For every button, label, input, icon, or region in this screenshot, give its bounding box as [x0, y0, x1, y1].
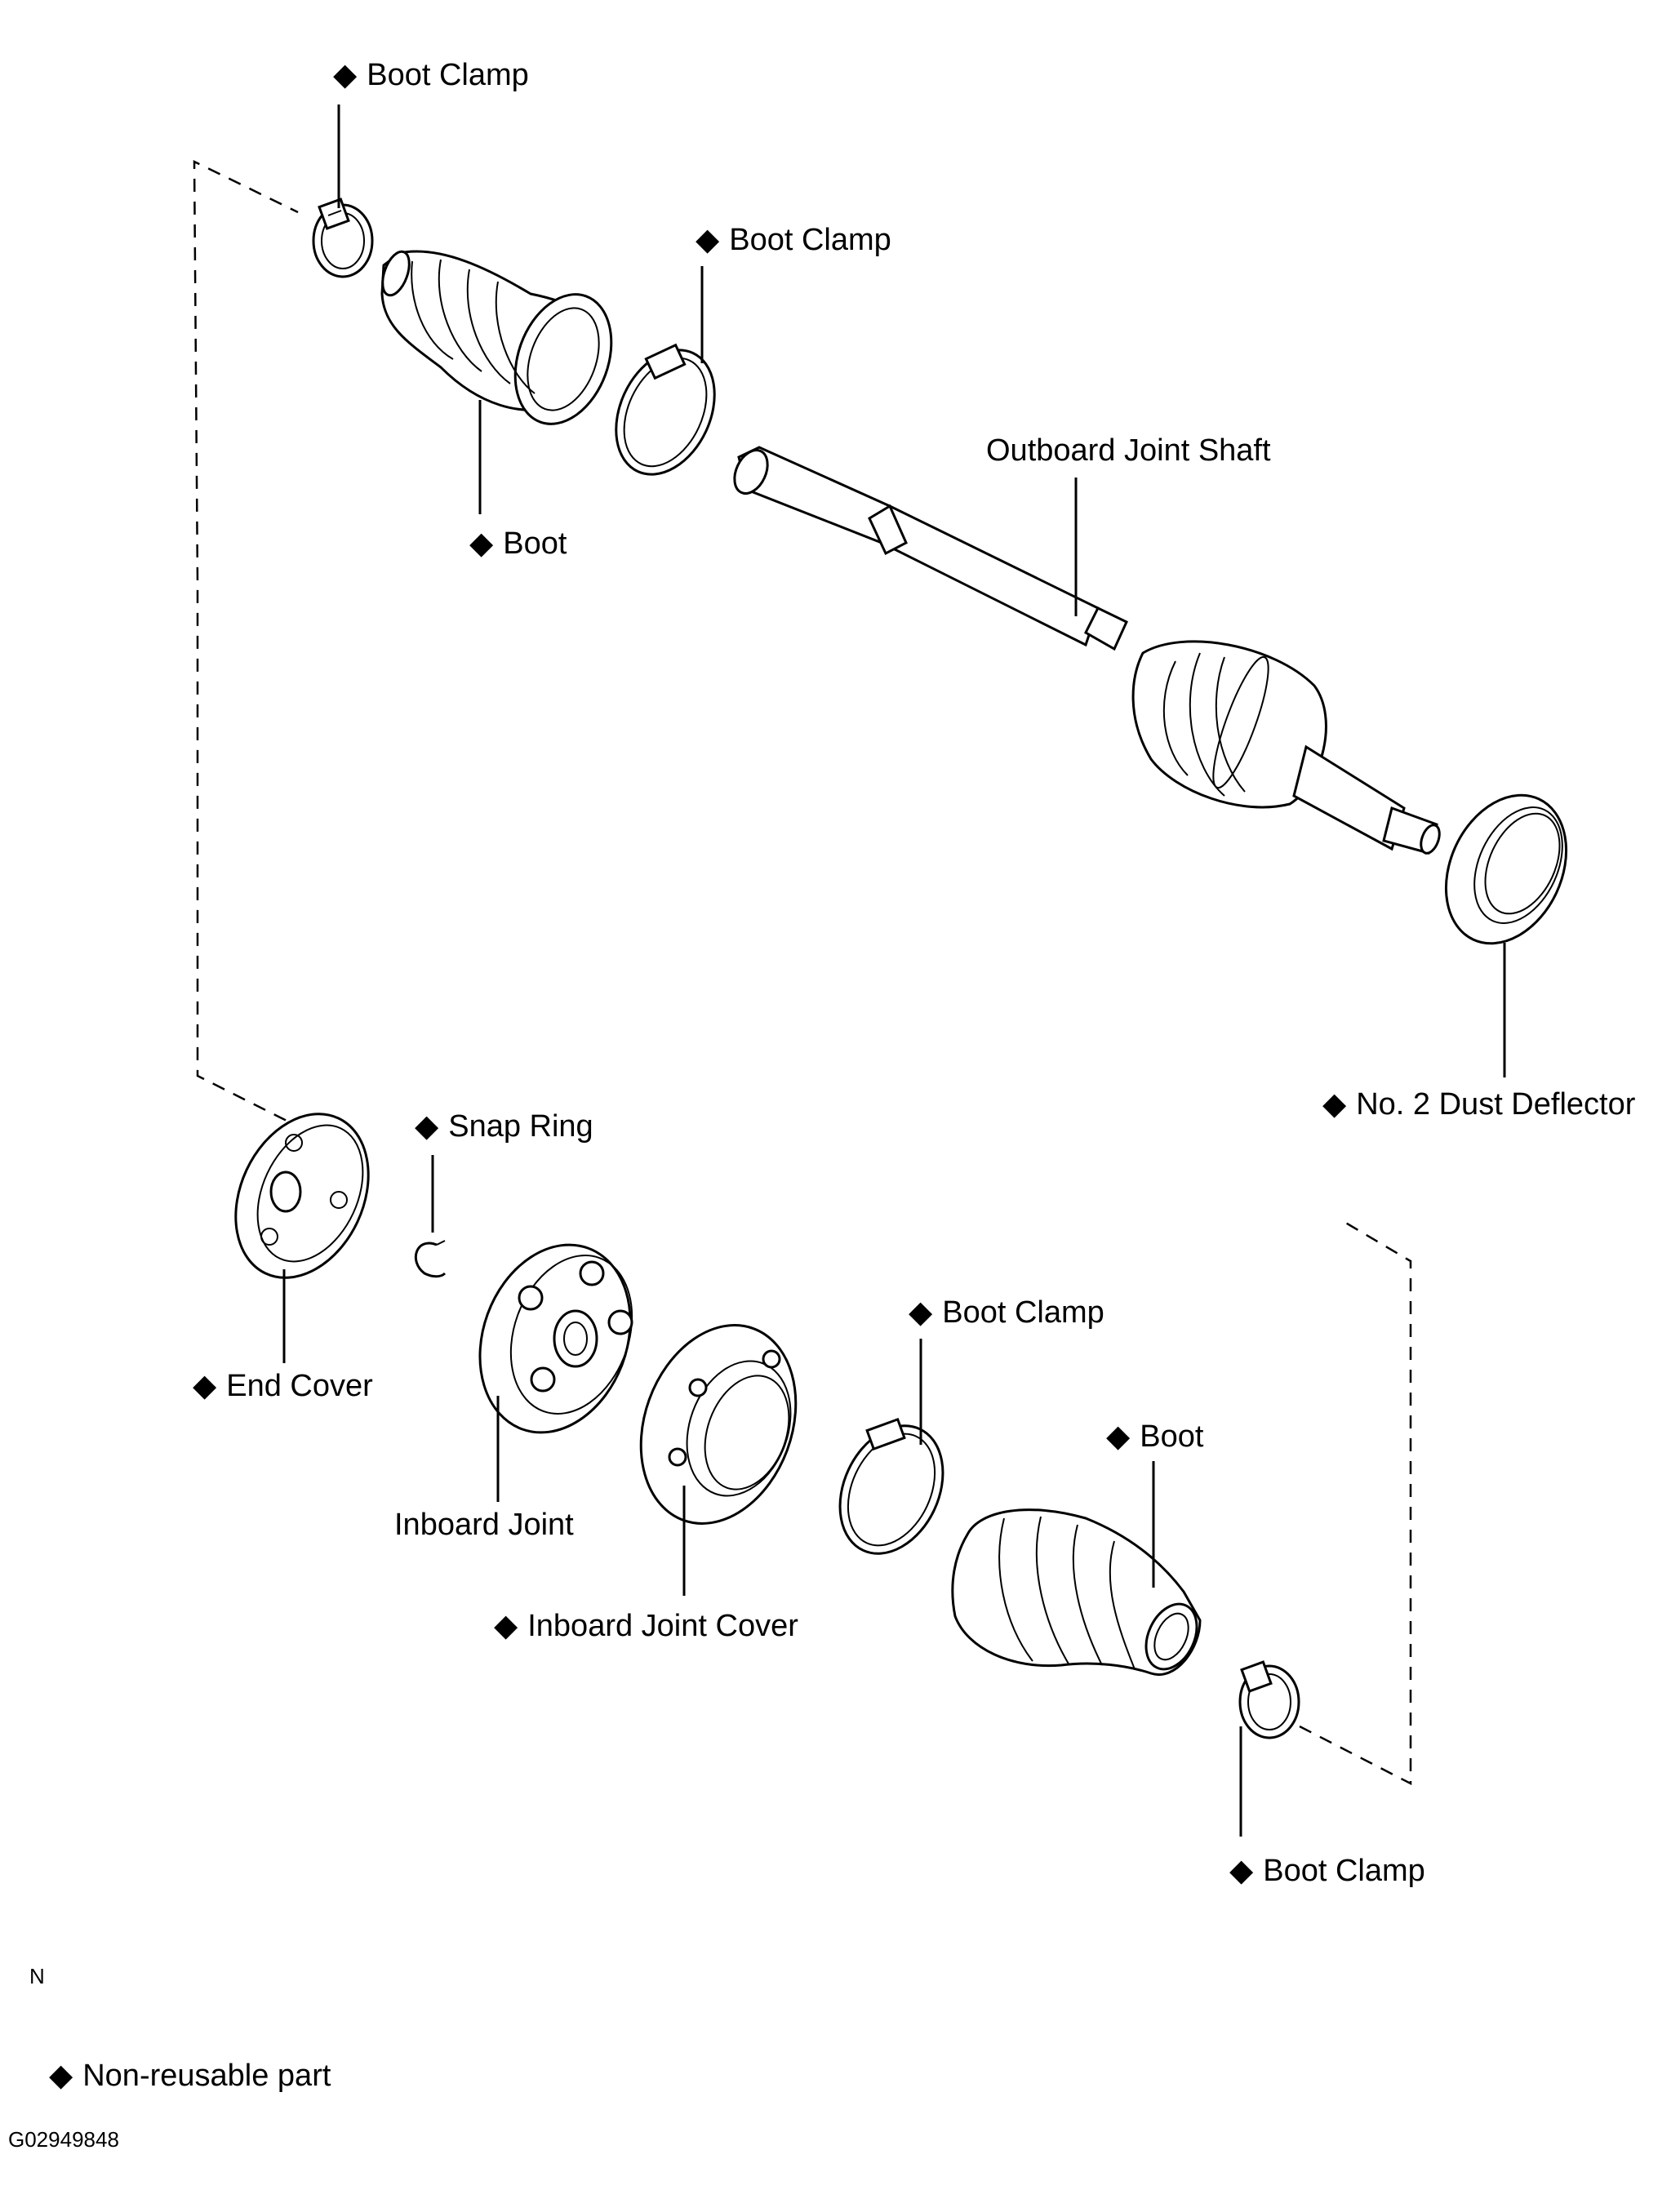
outer-boot	[380, 250, 613, 425]
label-boot-clamp-3: ◆Boot Clamp	[909, 1295, 1104, 1330]
assembly-dashed-outline-right	[1299, 1217, 1412, 1786]
label-boot-clamp-4: ◆Boot Clamp	[1229, 1854, 1425, 1888]
outboard-joint-shaft	[733, 446, 1441, 855]
boot-clamp-small-inner	[1238, 1660, 1300, 1739]
label-outboard-joint-shaft: Outboard Joint Shaft	[986, 433, 1271, 468]
label-boot-outer: ◆Boot	[469, 526, 567, 561]
dust-deflector	[1444, 793, 1568, 945]
label-dust-deflector: ◆No. 2 Dust Deflector	[1322, 1087, 1636, 1122]
end-cover	[234, 1113, 370, 1279]
corner-letter: N	[29, 1964, 45, 1988]
label-boot-clamp-2: ◆Boot Clamp	[696, 223, 891, 257]
boot-clamp-small-outer	[312, 198, 374, 278]
label-boot-clamp-1: ◆Boot Clamp	[333, 58, 529, 92]
assembly-dashed-outline	[193, 159, 307, 1132]
label-inboard-joint: Inboard Joint	[394, 1508, 574, 1542]
legend-non-reusable: ◆Non-reusable part	[49, 2059, 331, 2093]
boot-clamp-large-inner	[838, 1417, 944, 1555]
boot-clamp-large-outer	[615, 343, 716, 476]
inner-boot	[951, 1508, 1202, 1677]
label-boot-inner: ◆Boot	[1106, 1419, 1204, 1454]
label-snap-ring: ◆Snap Ring	[415, 1109, 593, 1144]
inboard-joint-cover	[639, 1324, 798, 1525]
label-inboard-joint-cover: ◆Inboard Joint Cover	[494, 1609, 798, 1643]
inboard-joint	[478, 1243, 633, 1434]
figure-id: G02949848	[8, 2127, 119, 2152]
label-end-cover: ◆End Cover	[193, 1369, 373, 1403]
snap-ring	[414, 1240, 447, 1278]
